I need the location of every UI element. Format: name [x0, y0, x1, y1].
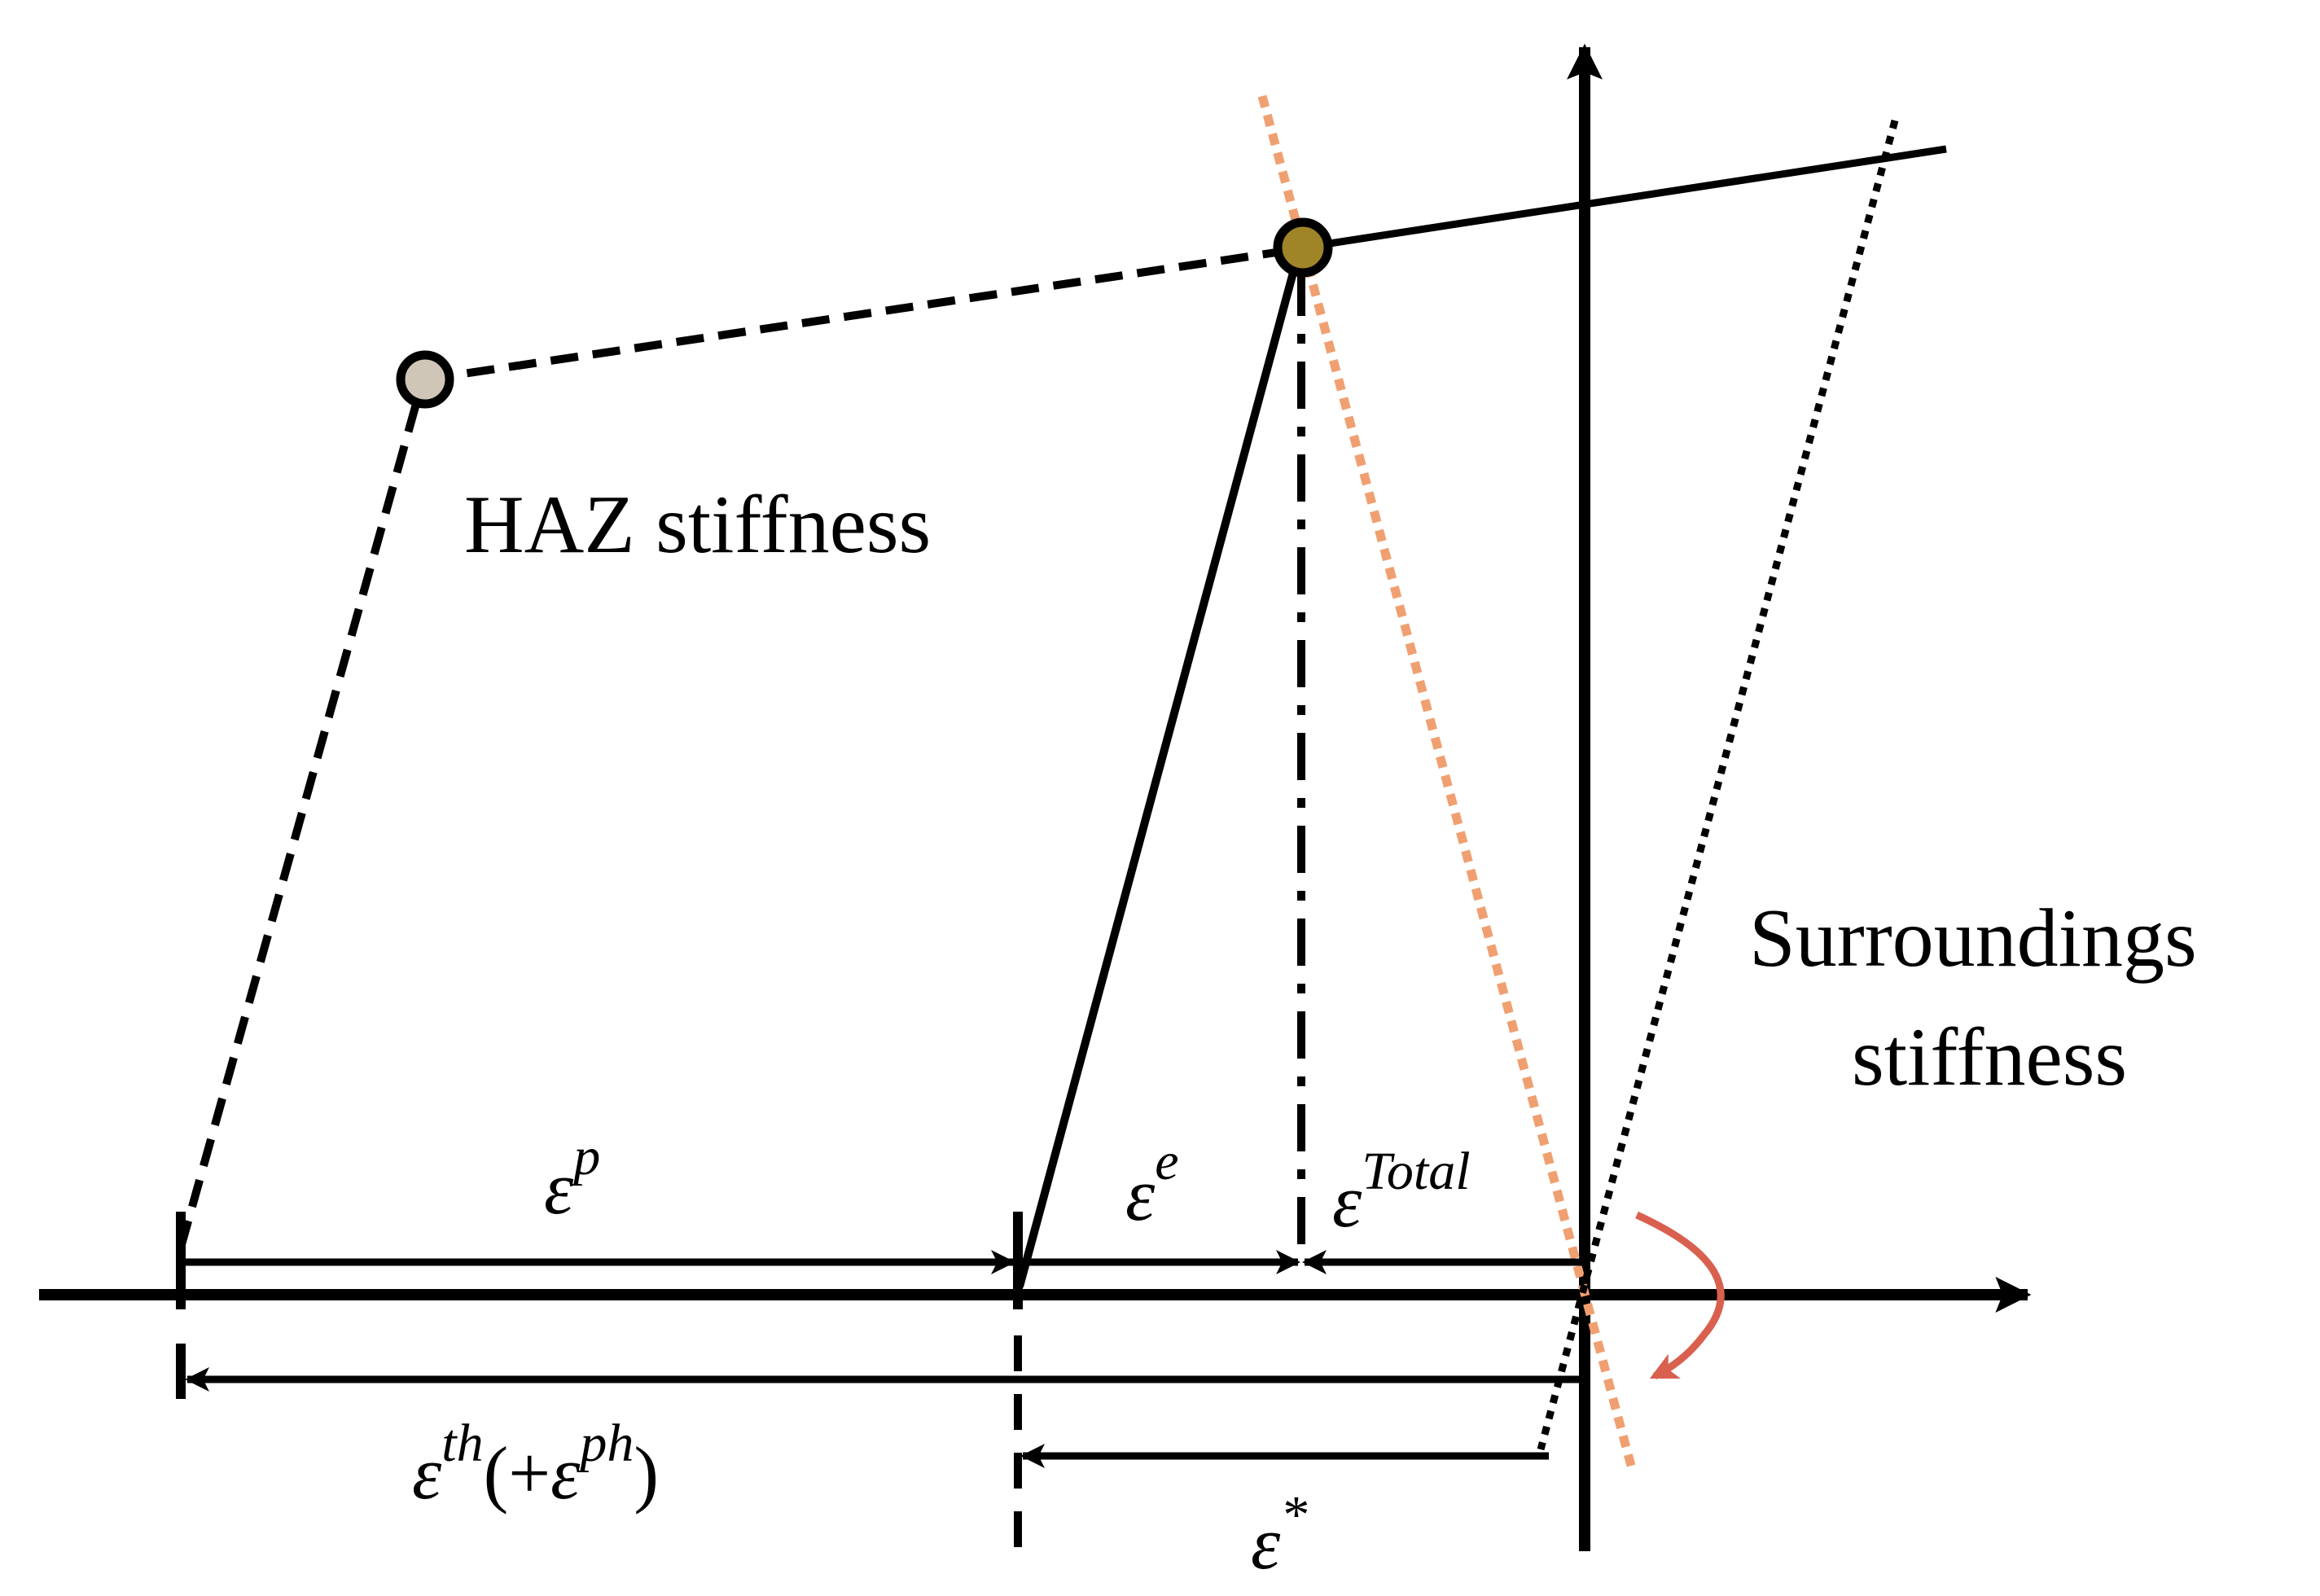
surroundings-label-line1: Surroundings [1749, 892, 2197, 984]
haz-hardening-dashed-line [424, 245, 1299, 384]
haz-elastic-line [1015, 259, 1300, 1288]
surroundings-stiffness-line [1537, 119, 1899, 1451]
star-strain-label: ε* [1251, 1485, 1307, 1585]
orange-dotted-line [1257, 94, 1636, 1467]
current-yield-point [1273, 217, 1333, 278]
elastic-strain-label: εe [1125, 1132, 1179, 1236]
initial-yield-point [396, 350, 454, 409]
surroundings-label-line2: stiffness [1852, 1011, 2127, 1103]
hardening-solid-line [1302, 145, 1947, 252]
haz-stiffness-label: HAZ stiffness [464, 479, 931, 571]
total-strain-label: εTotal [1332, 1142, 1471, 1243]
plastic-strain-label: εp [544, 1127, 600, 1230]
rotation-arrow [1635, 1211, 1725, 1380]
haz-loading-dashed-line [177, 388, 424, 1249]
thermal-strain-label: εth(+εph) [412, 1414, 659, 1515]
